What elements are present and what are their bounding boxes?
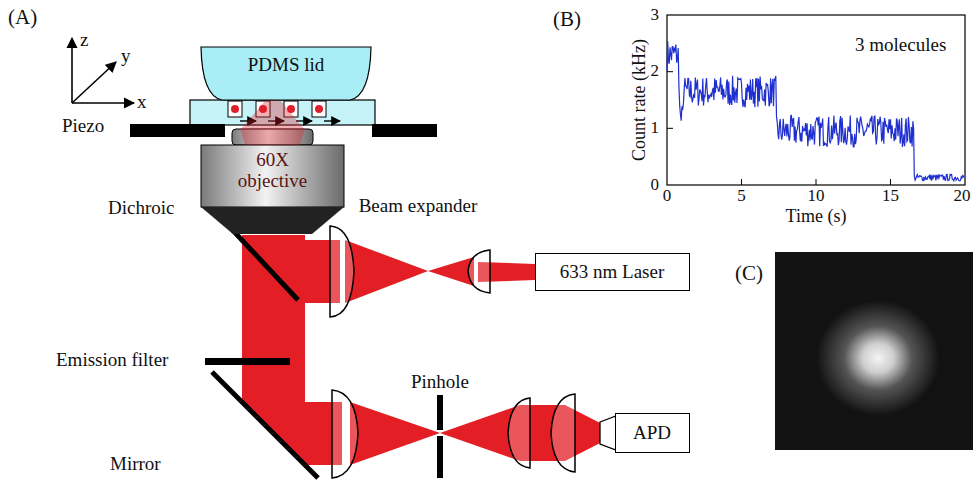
tick-label: 0 xyxy=(663,187,672,206)
panel-letter: (B) xyxy=(553,8,581,31)
axis-title: Time (s) xyxy=(786,207,847,227)
trace-line xyxy=(667,41,964,181)
detector-box: APD xyxy=(615,413,690,453)
axis-label: z xyxy=(80,30,88,51)
part-label: Emission filter xyxy=(56,350,168,371)
stage-bar xyxy=(372,124,437,137)
psf-spot xyxy=(816,300,940,416)
stage-bar xyxy=(130,124,225,137)
pinhole-plate xyxy=(437,395,443,478)
tick-label: 0 xyxy=(651,176,660,195)
mirror xyxy=(212,372,318,478)
focus-cone xyxy=(240,100,305,130)
tick-label: 10 xyxy=(808,187,825,206)
axis-label: y xyxy=(121,46,131,67)
panel-letter: (A) xyxy=(8,6,37,29)
axis-title: Count rate (kHz) xyxy=(630,39,650,161)
panel-letter: (C) xyxy=(735,262,763,285)
node-text: 60X objective xyxy=(225,150,320,192)
annotation: 3 molecules xyxy=(855,35,946,56)
tick-label: 15 xyxy=(882,187,899,206)
pdms-lid: PDMS lid xyxy=(200,46,372,102)
tick-label: 20 xyxy=(954,187,971,206)
part-label: Beam expander xyxy=(359,196,478,217)
tick-label: 5 xyxy=(737,187,746,206)
tick-label: 3 xyxy=(651,6,660,25)
emission-filter xyxy=(205,358,290,365)
tick-label: 1 xyxy=(651,119,660,138)
plot-frame xyxy=(667,15,965,185)
axis-label: x xyxy=(137,92,147,113)
node-text: PDMS lid xyxy=(248,55,325,76)
part-label: Pinhole xyxy=(411,372,469,393)
node-text: APD xyxy=(633,423,671,444)
laser-box: 633 nm Laser xyxy=(535,253,690,291)
part-label: Mirror xyxy=(110,454,161,475)
camera-image xyxy=(775,252,973,450)
node-text: 633 nm Laser xyxy=(560,262,664,283)
objective-lens: 60X objective xyxy=(200,128,345,235)
tick-label: 2 xyxy=(651,62,660,81)
count-trace xyxy=(667,41,964,181)
part-label: Piezo xyxy=(62,116,104,137)
part-label: Dichroic xyxy=(108,198,174,219)
